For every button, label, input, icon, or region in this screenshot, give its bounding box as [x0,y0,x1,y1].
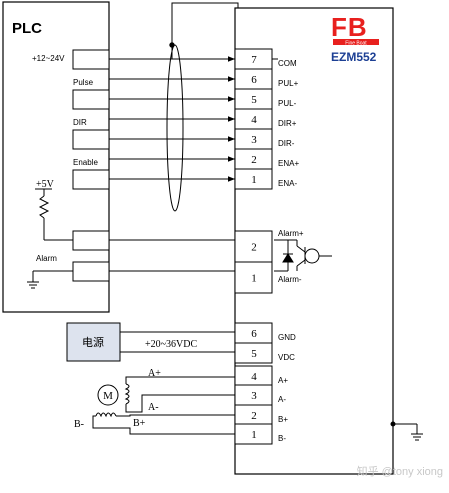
signal-terminal-label-4: DIR- [278,139,295,148]
motor-b-plus-label: B+ [133,418,146,429]
motor-labels: M A+ A- B+ B- [74,368,161,430]
plc-alarm-label: Alarm [36,254,57,263]
power-terminal-number-3: 3 [251,390,257,402]
plc-pulse-label: Pulse [73,78,94,87]
motor-a-minus-label: A- [148,402,159,413]
watermark: 知乎 @tony xiong [357,464,443,478]
power-terminal-label-4: B+ [278,415,288,424]
signal-terminal-number-4: 3 [251,134,257,146]
power-terminal-number-2: 4 [251,371,257,383]
signal-terminal-label-3: DIR+ [278,119,297,128]
motor-m-label: M [103,390,113,402]
shield-ellipse [166,44,184,212]
alarm-terminal-label-0: Alarm+ [278,229,304,238]
plc-ground-symbol [27,270,73,289]
motor-b-minus-label: B- [74,419,84,430]
power-terminal-number-5: 1 [251,429,257,441]
power-terminal-label-0: GND [278,333,296,342]
alarm-terminal-number-0: 2 [251,242,257,254]
plc-title: PLC [12,20,42,37]
logo-subtext: Fine Boat [345,41,367,47]
motor-a-plus-label: A+ [148,368,161,379]
plc-terminal-enable [72,169,110,190]
signal-terminal-number-1: 6 [251,74,257,86]
signal-wires [109,2,239,272]
power-terminal-box-1 [234,342,273,364]
driver-block: FB Fine Boat EZM552 7 COM 6 PUL+ 5 PUL- 4 DIR+ 3… [234,7,394,475]
signal-terminal-number-6: 1 [251,174,257,186]
power-terminal-label-1: VDC [278,353,295,362]
power-supply-box [66,322,121,362]
plc-terminal-alarm-out [72,261,110,282]
ground-rail [272,58,423,441]
power-terminal-number-0: 6 [251,328,257,340]
power-terminal-label-5: B- [278,434,286,443]
signal-terminal-number-0: 7 [251,54,257,66]
power-supply-label: 电源 [82,335,104,349]
power-terminal-number-4: 2 [251,410,257,422]
pullup-resistor [35,188,73,241]
plc-terminal-alarm-in [72,230,110,251]
alarm-terminal-block: 2 Alarm+ 1 Alarm- [234,229,304,294]
signal-terminal-label-0: COM [278,59,297,68]
power-terminal-number-1: 5 [251,348,257,360]
driver-model: EZM552 [331,50,377,64]
power-voltage-label: +20~36VDC [145,339,197,350]
plc-supply-label: +12~24V [32,54,65,63]
signal-terminal-label-6: ENA- [278,179,297,188]
coil-b [95,412,117,418]
power-supply: 电源 +20~36VDC [66,322,235,362]
alarm-terminal-label-1: Alarm- [278,275,302,284]
plc-terminal-supply [72,49,110,70]
plc-block: PLC +12~24V Pulse DIR Enable +5V Alarm [2,1,110,313]
plc-terminal-dir [72,129,110,150]
logo-text: FB [331,12,368,42]
brand-logo: FB Fine Boat [331,12,379,47]
signal-terminal-number-2: 5 [251,94,257,106]
alarm-optocoupler [274,239,332,272]
plc-5v-label: +5V [36,179,55,190]
power-terminal-label-2: A+ [278,376,288,385]
signal-terminal-label-5: ENA+ [278,159,299,168]
signal-terminal-label-2: PUL- [278,99,297,108]
plc-enable-label: Enable [73,158,98,167]
power-terminal-label-3: A- [278,395,286,404]
plc-dir-label: DIR [73,118,87,127]
motor-symbol [97,384,119,406]
signal-terminal-number-3: 4 [251,114,257,126]
alarm-terminal-box-1 [234,261,273,294]
signal-terminal-number-5: 2 [251,154,257,166]
stepper-motor [92,376,235,435]
coil-a [124,383,130,405]
plc-terminal-pulse [72,89,110,110]
alarm-terminal-number-1: 1 [251,273,257,285]
signal-terminal-label-1: PUL+ [278,79,299,88]
